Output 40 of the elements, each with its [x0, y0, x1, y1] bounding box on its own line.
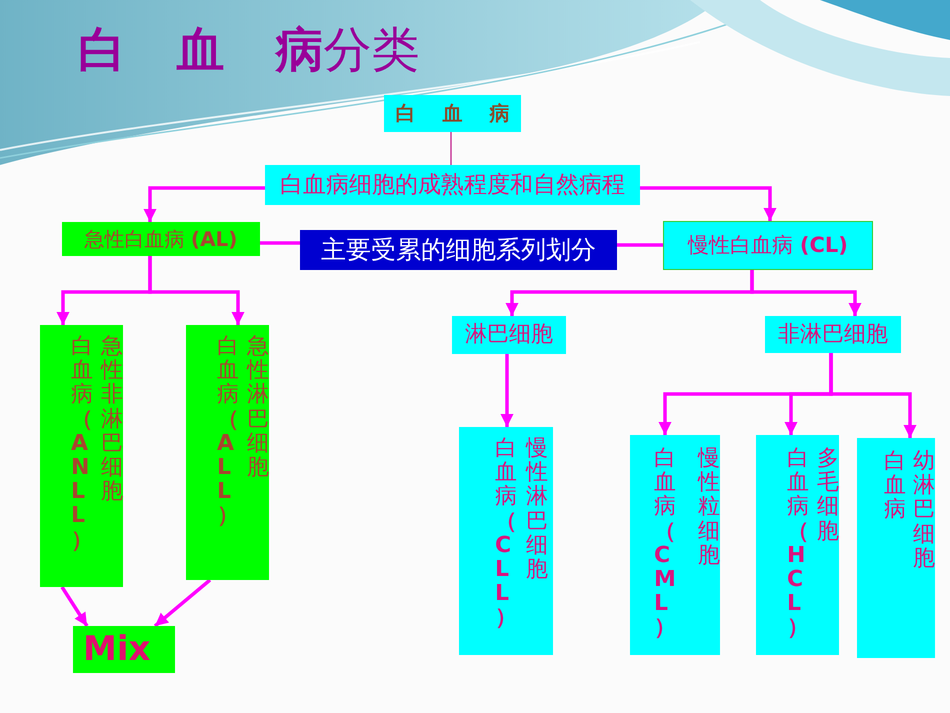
connector-line	[450, 132, 452, 165]
leukemia-type-box	[40, 325, 123, 587]
criterion-box	[265, 165, 640, 205]
category-box	[765, 316, 901, 353]
arrow	[829, 353, 916, 438]
box-label: 主要受累的细胞系列划分	[321, 234, 596, 266]
connector-line	[260, 241, 300, 245]
leukemia-type-box	[756, 435, 839, 655]
arrow	[154, 578, 212, 628]
vertical-label: 急性淋巴细胞白血病（ALL）	[217, 335, 269, 528]
vertical-label: 急性非淋巴细胞白血病（ANLL）	[71, 335, 123, 553]
arrow	[148, 256, 244, 325]
box-label: 急性白血病 (AL)	[84, 226, 238, 252]
box-label: Mix	[83, 628, 150, 671]
vertical-label: 幼淋巴细胞白血病	[884, 450, 935, 571]
criterion-box	[300, 230, 617, 270]
slide-title: 白 血 病分类	[78, 26, 420, 74]
category-box	[452, 316, 566, 354]
leukemia-type-box	[459, 427, 553, 655]
box-label: 白血病细胞的成熟程度和自然病程	[280, 170, 625, 200]
arrow	[144, 186, 265, 222]
category-box	[62, 222, 260, 256]
vertical-label: 慢性淋巴细胞白血病（CLL）	[495, 437, 548, 630]
arrow	[750, 270, 862, 316]
box-label: 白 血 病	[396, 101, 510, 126]
arrow	[500, 354, 514, 427]
box-label: 非淋巴细胞	[778, 320, 888, 348]
leukemia-type-box	[857, 438, 935, 658]
connector-line	[617, 243, 663, 247]
category-box	[384, 95, 521, 132]
leukemia-type-box	[630, 435, 720, 655]
leukemia-type-box	[186, 325, 269, 580]
vertical-label: 慢性粒细胞白血病（CML）	[654, 447, 720, 640]
arrow	[640, 186, 776, 221]
box-label: 慢性白血病 (CL)	[688, 232, 848, 259]
vertical-label: 多毛细胞白血病（HCL）	[787, 447, 839, 640]
category-box	[663, 221, 873, 270]
box-label: 淋巴细胞	[465, 321, 553, 349]
arrow	[60, 586, 88, 627]
mixed-type-box	[73, 626, 175, 673]
